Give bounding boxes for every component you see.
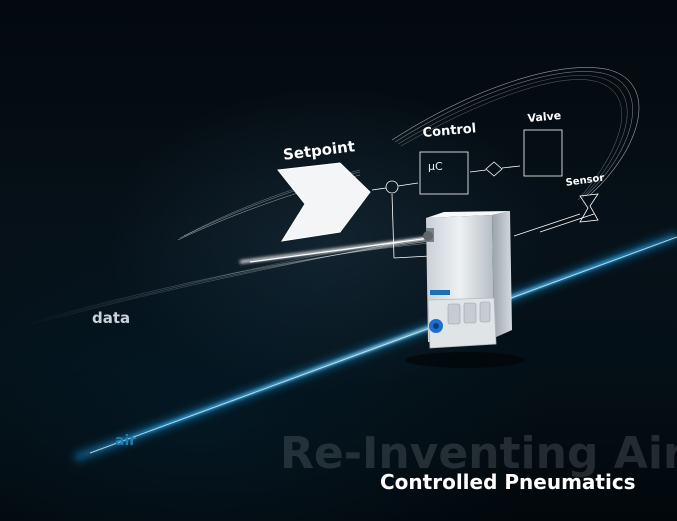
sensor-chevron: [579, 193, 599, 223]
subheadline: Controlled Pneumatics: [380, 470, 636, 494]
air-label: air: [115, 433, 137, 449]
setpoint-arrow-shape: [277, 162, 371, 242]
controller-box: [419, 151, 469, 195]
data-arc: [177, 67, 640, 241]
data-label: data: [92, 309, 131, 327]
summing-junction-circle: [385, 180, 399, 194]
brand-logo-mark: [430, 290, 450, 295]
control-loop-lines: [371, 129, 599, 259]
pneumatic-device: [405, 211, 525, 368]
diamond-shape: [485, 161, 503, 177]
controller-symbol: µC: [428, 160, 443, 173]
valve-box: [523, 129, 563, 177]
air-beam: [73, 231, 677, 463]
data-streaks: [9, 235, 433, 331]
headline: Re-Inventing Air: [280, 428, 677, 479]
